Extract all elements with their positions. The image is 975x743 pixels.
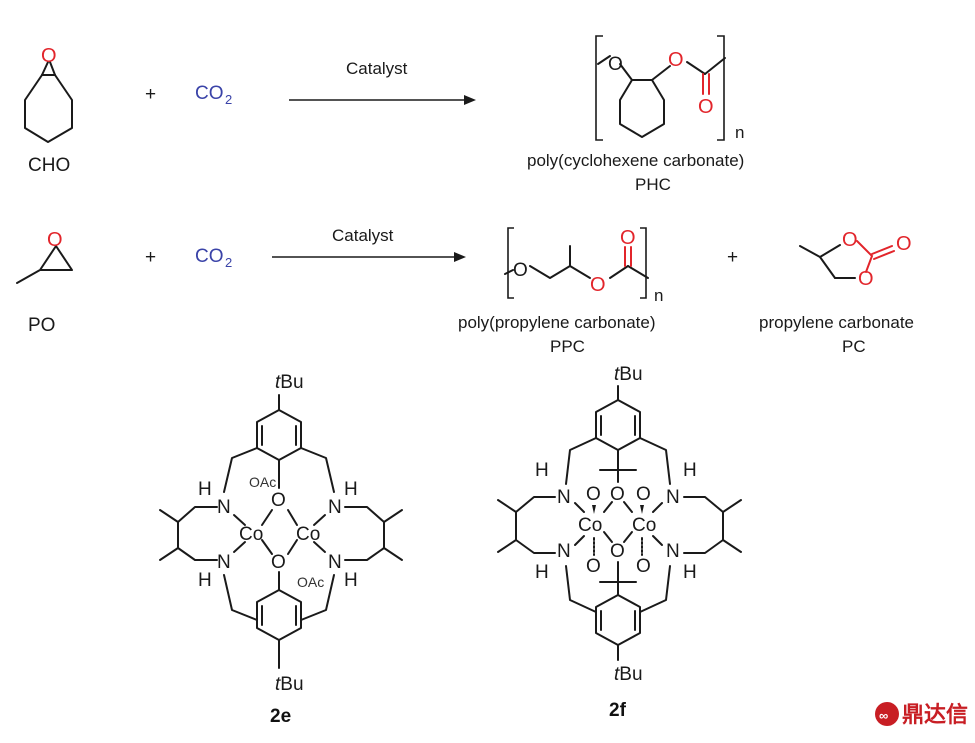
2f-o-bottom: O xyxy=(610,541,625,562)
epoxide-oxygen: O xyxy=(41,45,57,67)
2e-co-right: Co xyxy=(296,524,320,545)
cho-structure: O CHO xyxy=(24,45,73,176)
2e-n-top-left: N xyxy=(217,497,231,518)
pc-ring-oxygen-1: O xyxy=(842,229,858,251)
plus-sign: + xyxy=(145,84,156,105)
phc-name: poly(cyclohexene carbonate) xyxy=(527,151,744,170)
2f-h-bottom-right: H xyxy=(683,562,697,583)
svg-text:tBu: tBu xyxy=(614,364,643,385)
2e-h-top-left: H xyxy=(198,479,212,500)
phc-abbr: PHC xyxy=(635,175,671,194)
svg-text:tBu: tBu xyxy=(275,372,304,393)
2e-o-top: O xyxy=(271,490,286,511)
2f-top-tbu-rest: Bu xyxy=(619,364,642,385)
2e-oac-bottom: OAc xyxy=(297,574,324,590)
plus-sign-2: + xyxy=(145,247,156,268)
pc-ring-oxygen-2: O xyxy=(858,268,874,290)
phc-structure: n O O O xyxy=(595,35,744,142)
complex-2e-label: 2e xyxy=(270,706,291,727)
2e-h-bottom-left: H xyxy=(198,570,212,591)
po-structure: O PO xyxy=(16,229,73,336)
2f-o-acetate-br: O xyxy=(636,556,651,577)
reaction-arrow: Catalyst xyxy=(289,59,476,105)
2f-o-top: O xyxy=(610,484,625,505)
2e-n-bottom-right: N xyxy=(328,552,342,573)
ppc-ester-oxygen: O xyxy=(590,274,606,296)
complex-2f: tBu N N H H O O O Co Co O O O N N H H xyxy=(497,364,742,721)
watermark-logo-icon xyxy=(875,702,899,726)
pc-carbonyl-oxygen: O xyxy=(896,233,912,255)
reaction-arrow-2: Catalyst xyxy=(272,226,466,262)
2f-bottom-tbu-rest: Bu xyxy=(619,664,642,685)
co2-subscript: 2 xyxy=(225,92,232,107)
watermark: ∞ 鼎达信 xyxy=(875,702,968,727)
phc-carbonyl-oxygen: O xyxy=(698,96,714,118)
ppc-ether-oxygen: O xyxy=(513,260,528,281)
2e-bottom-tbu-rest: Bu xyxy=(280,674,303,695)
pc-abbr: PC xyxy=(842,337,866,356)
po-oxygen: O xyxy=(47,229,63,251)
cho-label: CHO xyxy=(28,155,70,176)
2e-o-bottom: O xyxy=(271,552,286,573)
2e-n-bottom-left: N xyxy=(217,552,231,573)
2f-co-left: Co xyxy=(578,515,602,536)
2e-oac-top: OAc xyxy=(249,474,276,490)
2f-n-bottom-left: N xyxy=(557,541,571,562)
2f-n-bottom-right: N xyxy=(666,541,680,562)
repeat-n: n xyxy=(735,123,744,142)
phc-ether-oxygen: O xyxy=(608,54,623,75)
2f-h-top-left: H xyxy=(535,460,549,481)
svg-text:tBu: tBu xyxy=(614,664,643,685)
2e-n-top-right: N xyxy=(328,497,342,518)
ppc-repeat-n: n xyxy=(654,286,663,305)
watermark-text: 鼎达信 xyxy=(902,702,968,727)
2f-n-top-left: N xyxy=(557,487,571,508)
co2-reagent: CO 2 xyxy=(195,83,232,107)
po-label: PO xyxy=(28,315,55,336)
2f-o-acetate-bl: O xyxy=(586,556,601,577)
2e-h-bottom-right: H xyxy=(344,570,358,591)
co2-subscript-2: 2 xyxy=(225,255,232,270)
ppc-carbonyl-oxygen: O xyxy=(620,227,636,249)
ppc-abbr: PPC xyxy=(550,337,585,356)
2f-h-top-right: H xyxy=(683,460,697,481)
2f-h-bottom-left: H xyxy=(535,562,549,583)
reaction-1: O CHO + CO 2 Catalyst n O O xyxy=(24,35,744,194)
co2-label: CO xyxy=(195,83,224,104)
complex-2f-label: 2f xyxy=(609,700,627,721)
2f-o-acetate-tl: O xyxy=(586,484,601,505)
svg-text:tBu: tBu xyxy=(275,674,304,695)
plus-sign-3: + xyxy=(727,247,738,268)
2e-top-tbu-t: t xyxy=(275,372,281,393)
complex-2e: tBu N N H H O OAc Co Co O N N H H OAc xyxy=(159,372,403,727)
reaction-2: O PO + CO 2 Catalyst n O O O xyxy=(16,226,914,356)
2e-top-tbu-rest: Bu xyxy=(280,372,303,393)
2f-top-tbu-t: t xyxy=(614,364,620,385)
2f-o-acetate-tr: O xyxy=(636,484,651,505)
pc-name: propylene carbonate xyxy=(759,313,914,332)
arrow-label: Catalyst xyxy=(346,59,408,78)
arrow-label-2: Catalyst xyxy=(332,226,394,245)
svg-text:∞: ∞ xyxy=(879,708,888,723)
phc-ester-oxygen: O xyxy=(668,49,684,71)
2f-n-top-right: N xyxy=(666,487,680,508)
2f-co-right: Co xyxy=(632,515,656,536)
pc-structure: O O O xyxy=(799,229,912,290)
ppc-structure: n O O O xyxy=(504,227,663,305)
2e-bottom-tbu-t: t xyxy=(275,674,281,695)
2f-bottom-tbu-t: t xyxy=(614,664,620,685)
2e-co-left: Co xyxy=(239,524,263,545)
ppc-name: poly(propylene carbonate) xyxy=(458,313,656,332)
co2-reagent-2: CO 2 xyxy=(195,246,232,270)
2e-h-top-right: H xyxy=(344,479,358,500)
co2-label-2: CO xyxy=(195,246,224,267)
